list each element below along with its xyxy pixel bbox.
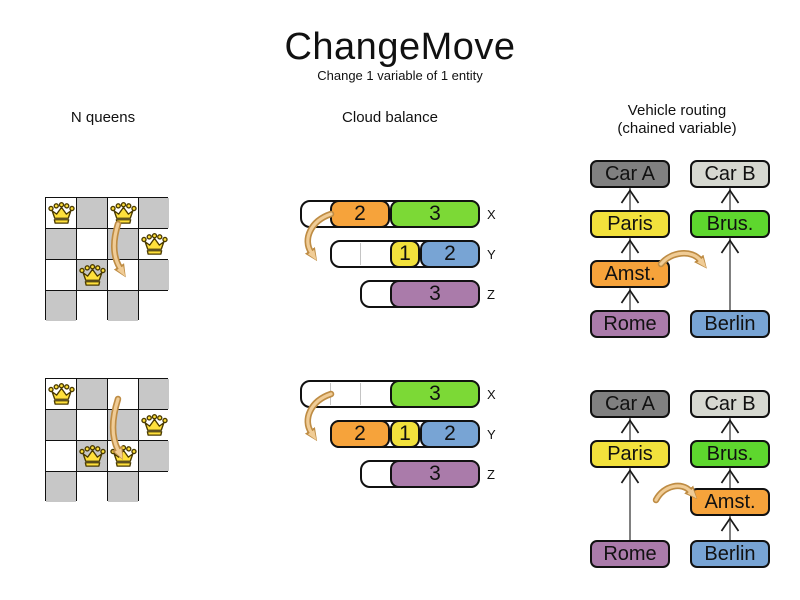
vr-node-berlin: Berlin [690,310,770,338]
board-cell-D2 [139,260,169,290]
chain-arrowhead [720,418,740,434]
board-cell-A2 [46,260,76,290]
cloud-balance-header: Cloud balance [342,109,438,126]
cloud-process-block: 3 [390,380,480,408]
vr-node-paris: Paris [590,440,670,468]
chain-arrowhead [620,238,640,254]
vr-node-amst: Amst. [590,260,670,288]
board-cell-D2 [139,441,169,471]
vr-node-cara: Car A [590,390,670,418]
vr-node-paris: Paris [590,210,670,238]
queen-icon [109,445,137,467]
cloud-row-label: Y [487,247,496,262]
cloud-row-label: Z [487,287,495,302]
cloud-row-label: X [487,387,496,402]
board-cell-B1 [77,410,107,440]
board-cell-C0 [108,198,138,228]
vr-node-rome: Rome [590,310,670,338]
board-cell-A1 [46,410,76,440]
board-cell-C1 [108,229,138,259]
board-cell-C3 [108,291,138,321]
queen-icon [109,202,137,224]
board-cell-D1 [139,229,169,259]
chain-arrowhead [720,238,740,254]
nqueens-header: N queens [70,109,136,126]
board-cell-A0 [46,198,76,228]
board-cell-B3 [77,472,107,502]
chain-arrowhead [720,516,740,532]
vr-node-brus: Brus. [690,210,770,238]
queen-icon [78,264,106,286]
chain-arrowhead [620,188,640,204]
page-title: ChangeMove [284,26,516,68]
queen-icon [140,414,168,436]
cloud-capacity-divider [360,243,361,265]
vr-node-cara: Car A [590,160,670,188]
chain-arrowhead [620,418,640,434]
vr-node-carb: Car B [690,390,770,418]
cloud-process-block: 3 [390,460,480,488]
board-cell-D3 [139,291,169,321]
board-cell-B2 [77,441,107,471]
vr-node-rome: Rome [590,540,670,568]
chain-arrowhead [720,188,740,204]
cloud-capacity-divider [330,383,331,405]
vr-node-carb: Car B [690,160,770,188]
board-cell-B0 [77,198,107,228]
board-cell-A2 [46,441,76,471]
board-cell-B2 [77,260,107,290]
cloud-process-block: 2 [330,200,390,228]
board-cell-A3 [46,472,76,502]
queen-icon [47,202,75,224]
vr-node-amst: Amst. [690,488,770,516]
cloud-row-label: Z [487,467,495,482]
queen-icon [47,383,75,405]
board-cell-B0 [77,379,107,409]
cloud-process-block: 1 [390,420,420,448]
page-subtitle: Change 1 variable of 1 entity [317,68,483,83]
chain-arrowhead [620,468,640,484]
cloud-process-block: 3 [390,200,480,228]
cloud-row-label: Y [487,427,496,442]
queen-icon [78,445,106,467]
cloud-capacity-divider [360,383,361,405]
queen-icon [140,233,168,255]
board-cell-C1 [108,410,138,440]
cloud-process-block: 3 [390,280,480,308]
cloud-process-block: 2 [420,420,480,448]
chain-arrowhead [620,288,640,304]
board-cell-D3 [139,472,169,502]
vr-node-brus: Brus. [690,440,770,468]
chain-arrowhead [720,468,740,484]
chessboard-before [45,197,169,321]
board-cell-D1 [139,410,169,440]
board-cell-B3 [77,291,107,321]
board-cell-C0 [108,379,138,409]
cloud-process-block: 2 [330,420,390,448]
chessboard-after [45,378,169,502]
board-cell-D0 [139,198,169,228]
board-cell-C3 [108,472,138,502]
board-cell-A0 [46,379,76,409]
vehicle-routing-header: Vehicle routing [627,102,727,119]
board-cell-A3 [46,291,76,321]
board-cell-C2 [108,441,138,471]
vr-node-berlin: Berlin [690,540,770,568]
board-cell-D0 [139,379,169,409]
board-cell-A1 [46,229,76,259]
vehicle-routing-subheader: (chained variable) [617,120,737,137]
board-cell-C2 [108,260,138,290]
board-cell-B1 [77,229,107,259]
cloud-process-block: 2 [420,240,480,268]
cloud-process-block: 1 [390,240,420,268]
cloud-row-label: X [487,207,496,222]
